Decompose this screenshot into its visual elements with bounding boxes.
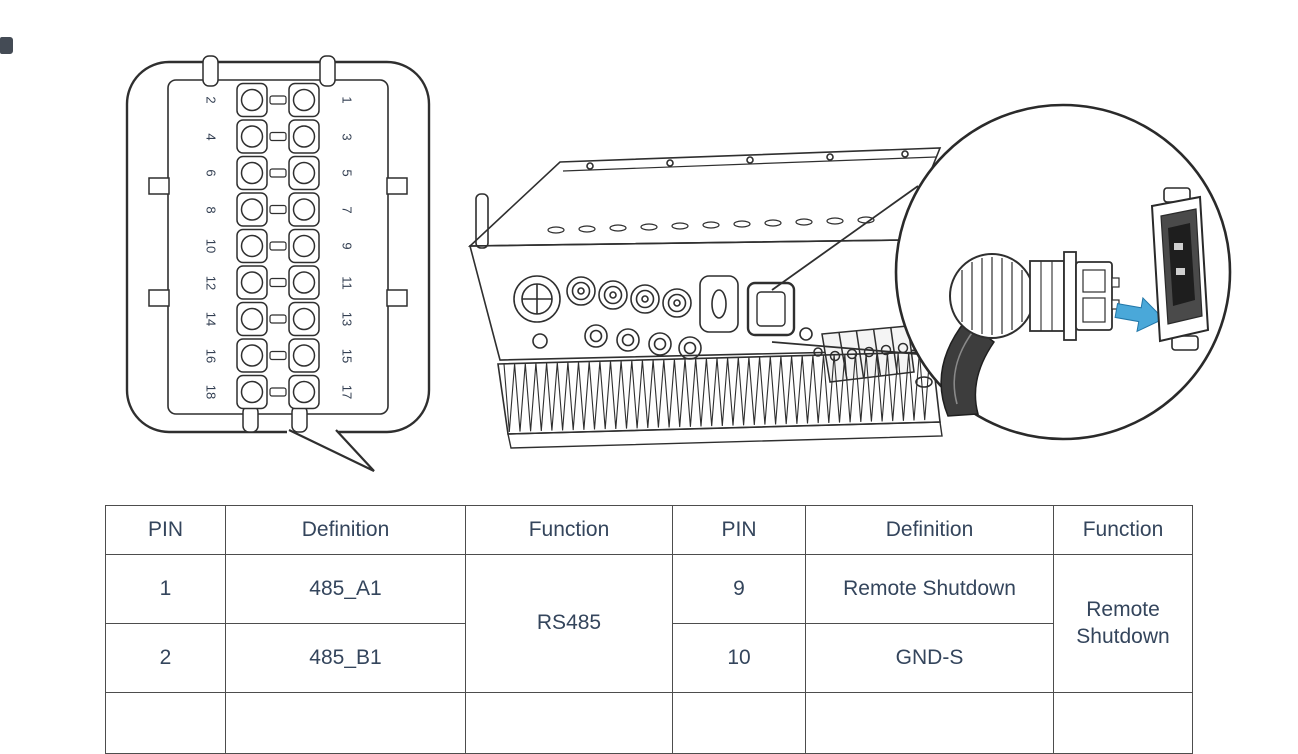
callout-line [771, 185, 919, 291]
pin-number-label: 13 [340, 312, 355, 326]
pin-number-label: 14 [204, 312, 219, 326]
cell-pin: 2 [105, 623, 226, 693]
connector-pin-numbers: 2 4 6 8 10 12 14 16 18 1 3 5 7 9 11 13 1… [204, 96, 355, 399]
col-header-function-left: Function [465, 505, 673, 555]
cell-empty [225, 692, 466, 754]
pin-number-label: 9 [340, 242, 355, 249]
callout-line [771, 341, 918, 355]
col-header-pin-right: PIN [672, 505, 806, 555]
cell-function: RS485 [465, 554, 673, 693]
plug-body [1029, 251, 1120, 341]
heatsink-fins [497, 351, 943, 449]
table-row: 1 485_A1 RS485 9 Remote Shutdown Remote … [105, 554, 1193, 693]
cell-definition: Remote Shutdown [805, 554, 1054, 624]
cell-definition: GND-S [805, 623, 1054, 693]
pin-number-label: 11 [340, 276, 355, 290]
cell-empty [672, 692, 806, 754]
technical-figure: 2 4 6 8 10 12 14 16 18 1 3 5 7 9 11 13 1… [125, 55, 1232, 472]
pin-number-label: 3 [340, 133, 355, 140]
vent-row [547, 216, 875, 234]
pin-number-label: 16 [204, 349, 219, 363]
pin-number-label: 12 [204, 276, 219, 290]
pin-number-label: 15 [340, 349, 355, 363]
pv-connectors [566, 276, 692, 318]
pin-number-label: 8 [204, 206, 219, 213]
connector-tab [242, 405, 259, 433]
plug-gland-nut [949, 253, 1035, 339]
pin-number-label: 2 [204, 96, 219, 103]
cell-empty [805, 692, 1054, 754]
page-edge-artifact [0, 37, 13, 54]
pin-number-label: 6 [204, 169, 219, 176]
dc-switch-knob [513, 275, 561, 349]
bubble-tail [288, 429, 375, 472]
col-header-pin-left: PIN [105, 505, 226, 555]
cell-definition: 485_B1 [225, 623, 466, 693]
pin-number-label: 4 [204, 133, 219, 140]
connector-tab [202, 55, 219, 87]
col-header-definition-right: Definition [805, 505, 1054, 555]
cell-function: Remote Shutdown [1053, 554, 1193, 693]
pin-number-label: 7 [340, 206, 355, 213]
cell-empty [105, 692, 226, 754]
pin-number-label: 1 [340, 96, 355, 103]
connector-latch [386, 289, 408, 307]
cell-empty [465, 692, 673, 754]
cell-empty [1053, 692, 1193, 754]
table-row: 2 485_B1 10 GND-S [105, 623, 1193, 693]
cell-pin: 1 [105, 554, 226, 624]
pin-number-label: 10 [204, 239, 219, 253]
col-header-definition-left: Definition [225, 505, 466, 555]
col-header-function-right: Function [1053, 505, 1193, 555]
pin-number-label: 5 [340, 169, 355, 176]
connector-latch [386, 177, 408, 195]
connector-socket [1150, 187, 1210, 351]
cell-definition: 485_A1 [225, 554, 466, 624]
table-header-row: PIN Definition Function PIN Definition F… [105, 505, 1193, 555]
com-port [746, 281, 796, 337]
zoom-detail-plug-and-socket [940, 187, 1210, 417]
pin-number-label: 18 [204, 385, 219, 399]
connector-latch [148, 177, 170, 195]
ac-port [699, 275, 739, 333]
inverter-bottom-view-drawing [467, 147, 943, 449]
connector-latch [148, 289, 170, 307]
connector-pin-grid [236, 82, 320, 410]
table-row-partial [105, 692, 1193, 754]
connector-pinout-diagram [125, 55, 431, 472]
mounting-rod [475, 193, 489, 249]
cell-pin: 9 [672, 554, 806, 624]
connector-tab [291, 405, 308, 433]
pin-definition-table: PIN Definition Function PIN Definition F… [105, 505, 1193, 754]
insert-direction-arrow-icon [1114, 296, 1165, 333]
pv-connectors-lower [584, 324, 702, 360]
connector-tab [319, 55, 336, 87]
pin-number-label: 17 [340, 385, 355, 399]
cell-pin: 10 [672, 623, 806, 693]
